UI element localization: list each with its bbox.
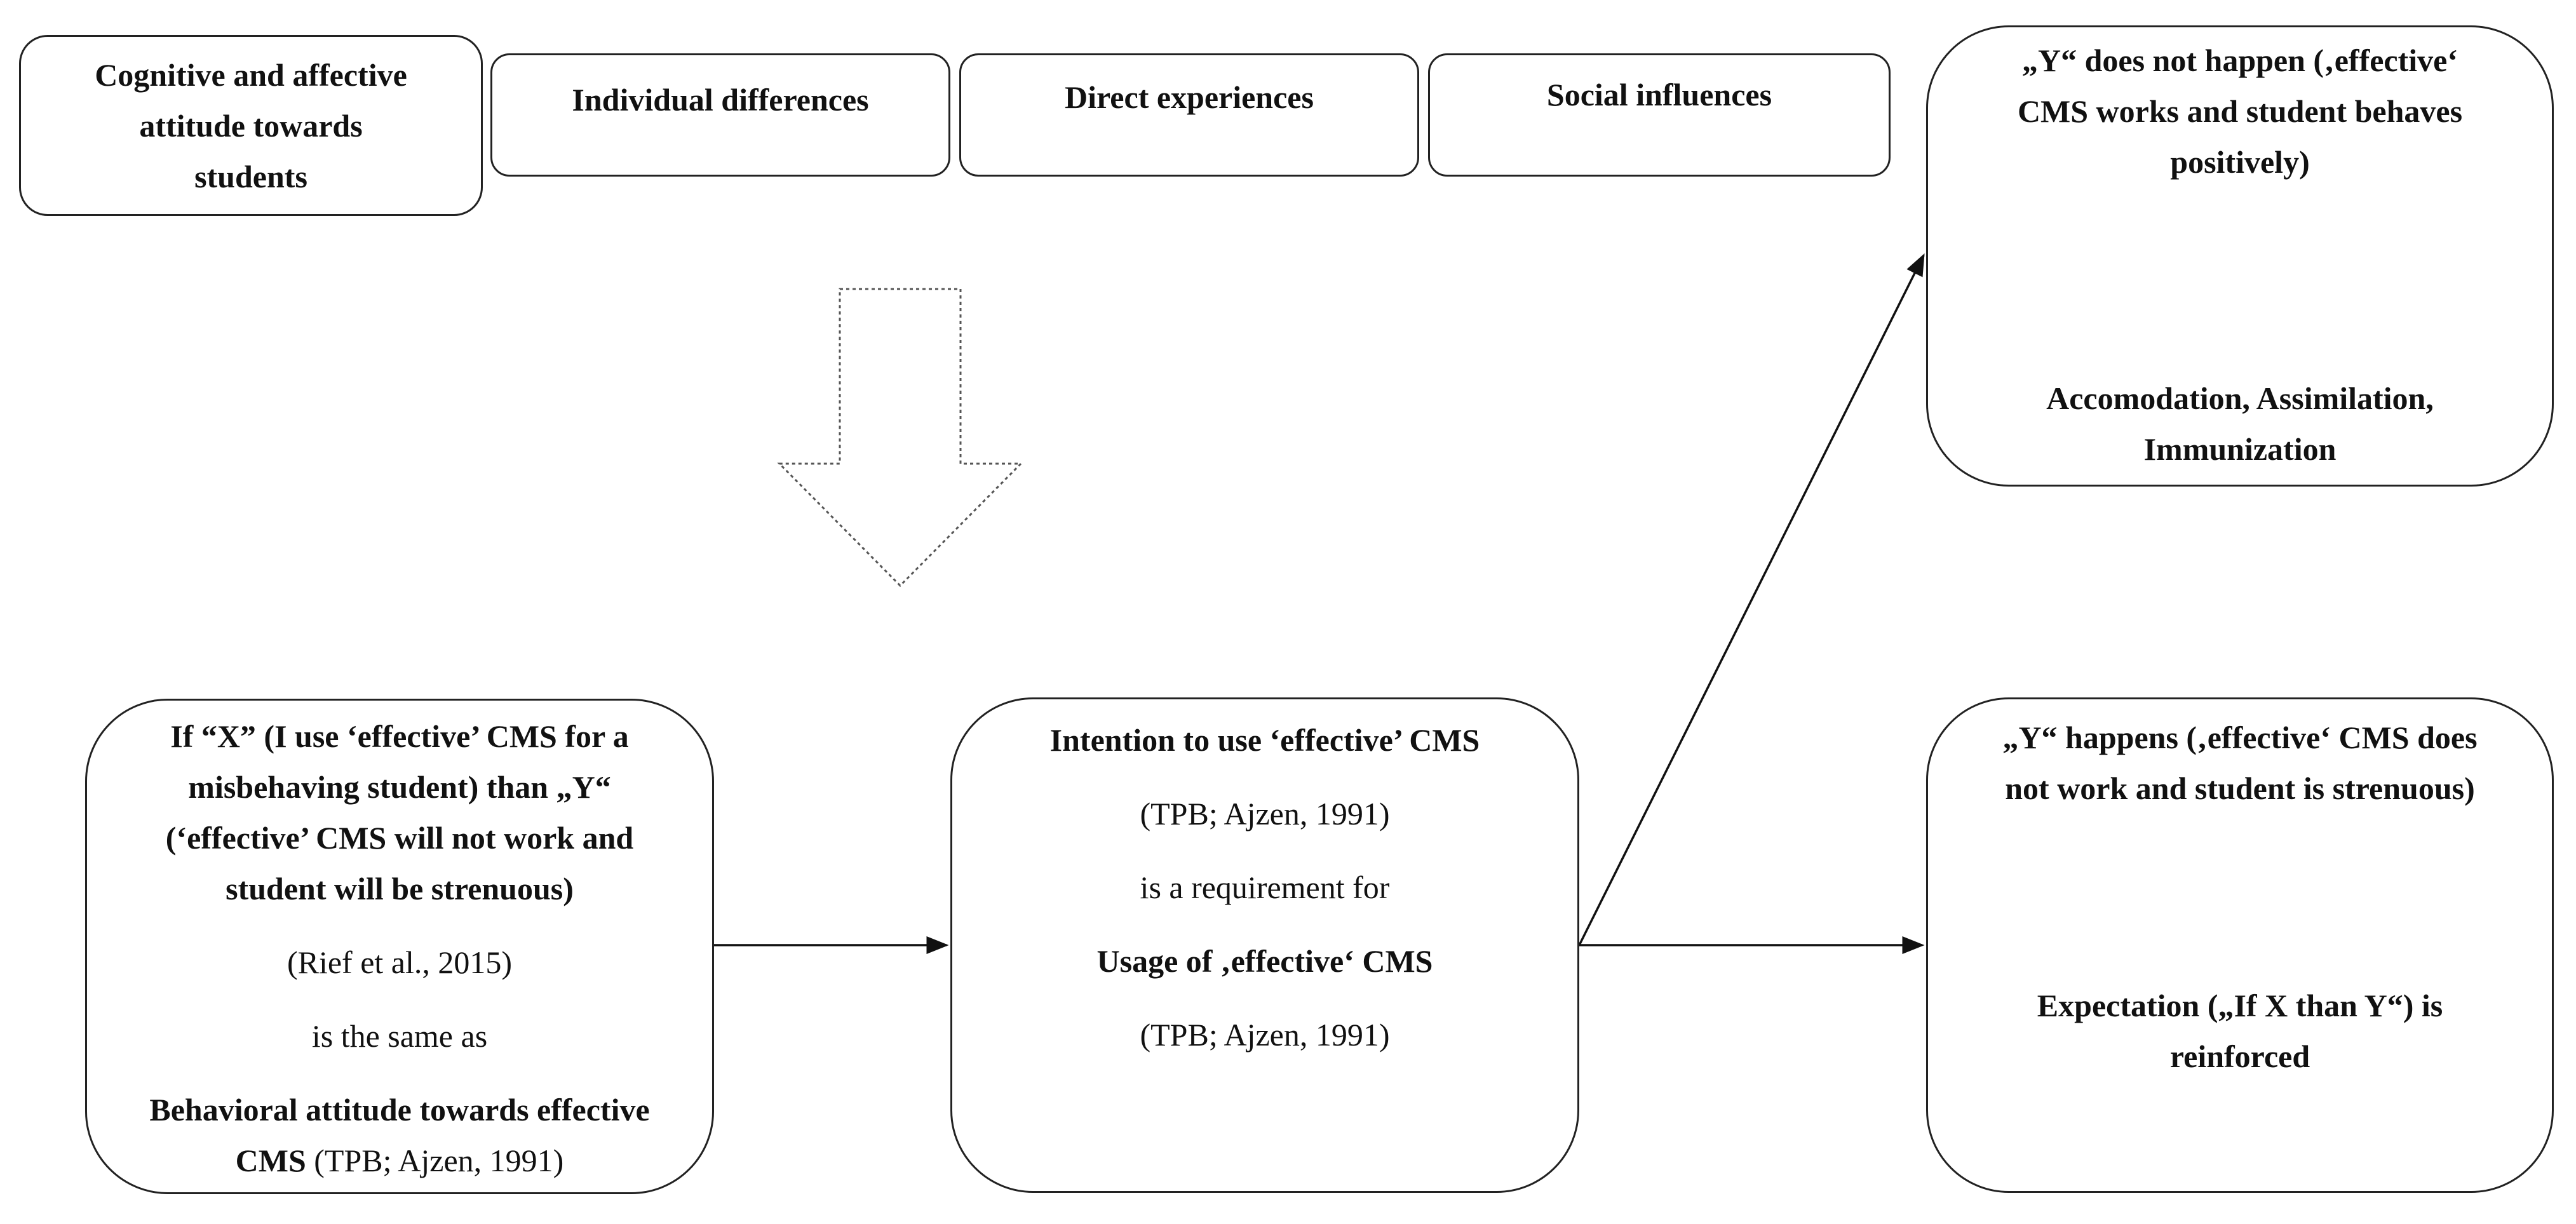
y-not-happen-outcome-line-1: Accomodation, Assimilation, [2046,380,2434,416]
is-a-requirement-for: is a requirement for [1140,870,1390,905]
if-line-3: (‘effective’ CMS will not work and [165,820,634,856]
intention-citation-1: (TPB; Ajzen, 1991) [1140,796,1390,831]
if-line-4: student will be strenuous) [226,871,574,906]
y-not-happen-line-1: „Y“ does not happen (‚effective‘ [2021,43,2458,78]
if-line-1: If “X” (I use ‘effective’ CMS for a [170,718,629,754]
behavioral-attitude-cms: CMS [235,1143,306,1178]
y-happens-outcome-line-1: Expectation („If X than Y“) is [2037,988,2443,1023]
arrow-intention-to-y-not-happen [1578,253,1925,946]
individual-differences-label: Individual differences [572,82,869,118]
y-happens-outcome-line-2: reinforced [2169,1039,2310,1074]
cognitive-affective-attitude-box: Cognitive and affective attitude towards… [19,35,483,216]
large-down-arrow [777,288,1023,588]
intention-title: Intention to use ‘effective’ CMS [1049,722,1480,758]
y-happens-line-1: „Y“ happens (‚effective‘ CMS does [2002,720,2478,755]
y-not-happen-outcome-line-2: Immunization [2143,431,2337,467]
y-happens-box: „Y“ happens (‚effective‘ CMS does not wo… [1926,697,2554,1193]
direct-experiences-label: Direct experiences [1065,79,1314,115]
behavioral-attitude-line-2: CMS (TPB; Ajzen, 1991) [236,1135,564,1186]
social-influences-label: Social influences [1546,77,1772,112]
y-not-happen-line-3: positively) [2170,144,2310,180]
social-influences-box: Social influences [1428,53,1891,177]
cognitive-line-2: attitude towards [139,107,363,144]
if-line-2: misbehaving student) than „Y“ [188,769,611,805]
behavioral-attitude-line-1: Behavioral attitude towards effective [149,1092,650,1127]
cognitive-line-1: Cognitive and affective [95,57,407,93]
is-the-same-as: is the same as [311,1018,488,1054]
rief-citation: (Rief et al., 2015) [287,945,513,980]
direct-experiences-box: Direct experiences [959,53,1419,177]
individual-differences-box: Individual differences [490,53,950,177]
y-does-not-happen-box: „Y“ does not happen (‚effective‘ CMS wor… [1926,25,2554,487]
y-not-happen-line-2: CMS works and student behaves [2017,93,2463,129]
behavioral-attitude-citation: (TPB; Ajzen, 1991) [306,1143,564,1178]
y-happens-line-2: not work and student is strenuous) [2005,770,2475,806]
cognitive-line-3: students [194,158,307,194]
usage-of-effective-cms: Usage of ‚effective‘ CMS [1096,943,1433,979]
intention-citation-2: (TPB; Ajzen, 1991) [1140,1017,1390,1053]
intention-box: Intention to use ‘effective’ CMS (TPB; A… [950,697,1579,1193]
if-x-then-y-box: If “X” (I use ‘effective’ CMS for a misb… [85,699,714,1194]
